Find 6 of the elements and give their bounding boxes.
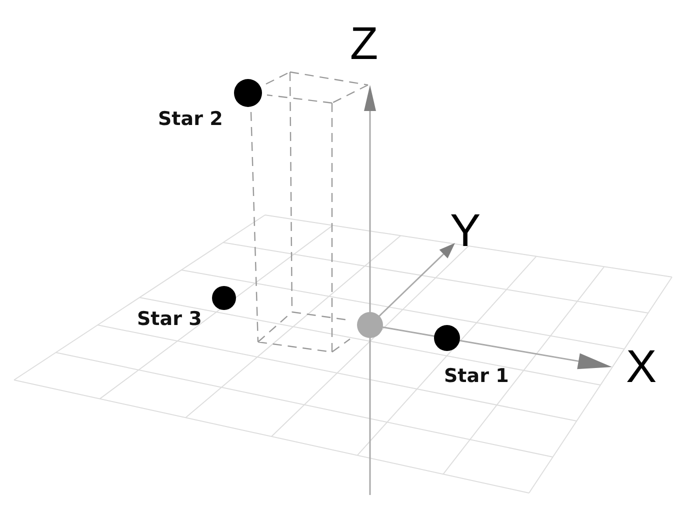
axis-label: X (626, 343, 657, 389)
axis-label: Z (350, 20, 378, 66)
star-label: Star 2 (158, 110, 223, 129)
star-label: Star 3 (137, 310, 202, 329)
star-label: Star 1 (444, 367, 509, 386)
axis-label: Y (450, 207, 481, 253)
